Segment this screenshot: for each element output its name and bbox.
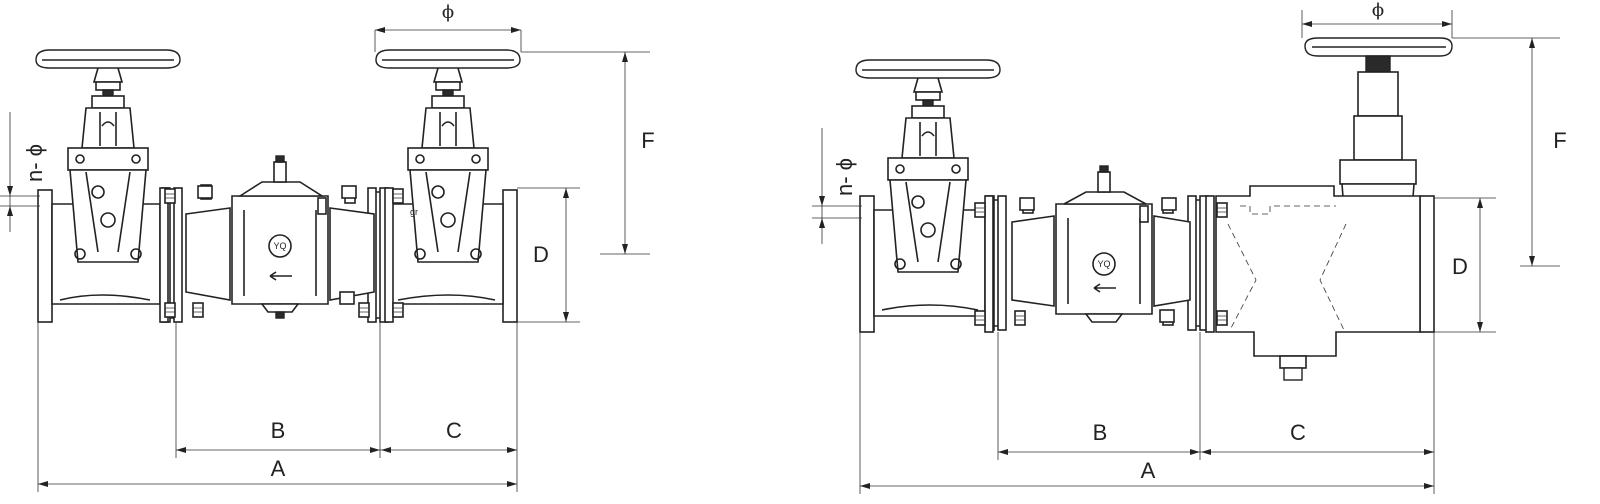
left-dim-D: D <box>533 242 549 267</box>
right-dim-A: A <box>1141 458 1156 483</box>
right-dimensions: ϕ F D n- ϕ B <box>812 0 1567 494</box>
left-dim-F: F <box>641 128 654 153</box>
right-dim-B: B <box>1093 420 1108 445</box>
right-dim-D: D <box>1452 254 1468 279</box>
left-assembly-drawing: YQ gr ϕ F D <box>0 2 655 492</box>
left-small-mark: gr <box>410 207 418 217</box>
left-dim-phi: ϕ <box>442 2 454 23</box>
left-dim-C: C <box>446 418 462 443</box>
left-backflow-preventer: YQ <box>185 155 375 319</box>
left-dimensions: ϕ F D n- ϕ B <box>0 2 655 492</box>
right-dim-F: F <box>1553 128 1566 153</box>
right-flange-pair-2 <box>1187 195 1209 331</box>
left-dim-A: A <box>271 456 286 481</box>
right-assembly-drawing: YQ ϕ F D <box>812 0 1567 494</box>
right-dim-n-phi: n- ϕ <box>832 158 857 196</box>
left-brand-mark: YQ <box>273 241 286 251</box>
left-dim-n-phi: n- ϕ <box>22 144 47 182</box>
right-backflow-preventer: YQ <box>1011 165 1191 323</box>
right-strainer-body <box>1215 185 1421 381</box>
right-dim-C: C <box>1290 420 1306 445</box>
left-dim-B: B <box>271 418 286 443</box>
right-dim-phi: ϕ <box>1372 0 1384 21</box>
right-brand-mark: YQ <box>1097 259 1110 269</box>
